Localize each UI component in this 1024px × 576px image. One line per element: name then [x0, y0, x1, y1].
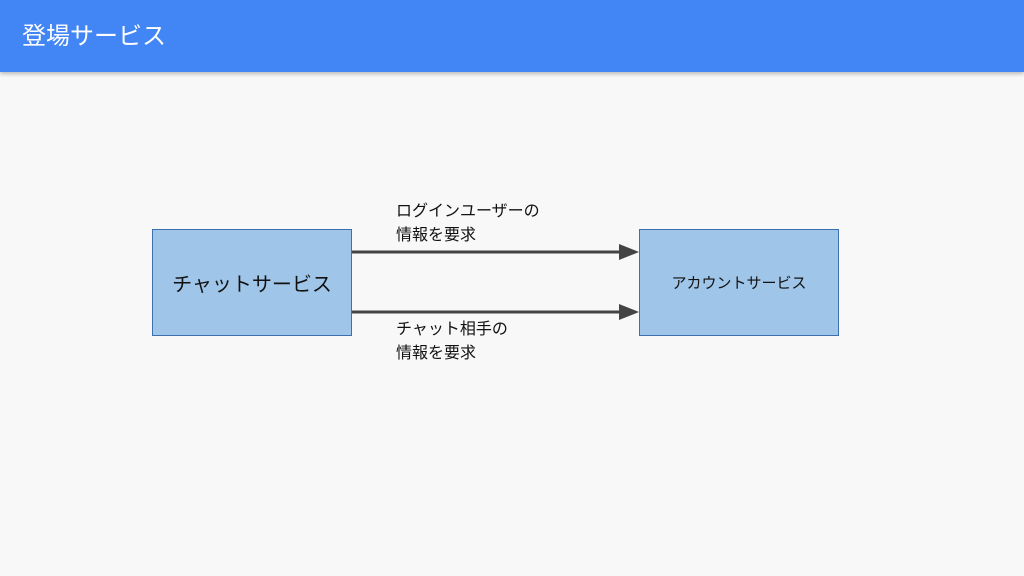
arrow-top: [352, 244, 639, 260]
arrow-bottom-label-line-2: 情報を要求: [396, 343, 477, 362]
arrow-top-label: ログインユーザーの 情報を要求: [396, 199, 540, 247]
arrow-top-label-line-2: 情報を要求: [396, 225, 477, 244]
arrow-bottom-label-line-1: チャット相手の: [396, 319, 508, 338]
arrow-bottom-label: チャット相手の 情報を要求: [396, 317, 508, 365]
page-title: 登場サービス: [22, 22, 166, 50]
arrow-top-label-line-1: ログインユーザーの: [396, 201, 540, 220]
arrowhead-bottom-icon: [619, 304, 639, 320]
chat-service-box: チャットサービス: [152, 229, 352, 336]
arrow-bottom: [352, 304, 639, 320]
account-service-box: アカウントサービス: [639, 229, 839, 336]
arrowhead-top-icon: [619, 244, 639, 260]
account-service-label: アカウントサービス: [671, 274, 807, 292]
title-bar: 登場サービス: [0, 0, 1024, 72]
chat-service-label: チャットサービス: [172, 272, 332, 296]
